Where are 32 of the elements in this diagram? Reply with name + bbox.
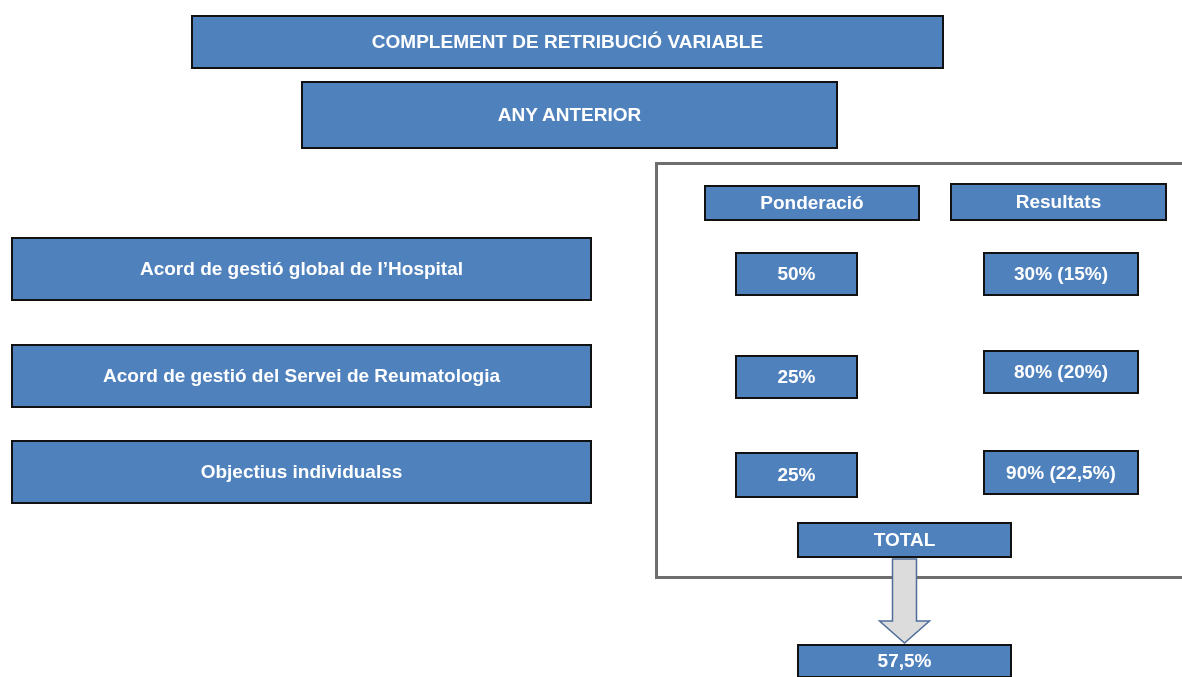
box-label: Objectius individualss [200, 461, 403, 483]
box-label: Acord de gestió global de l’Hospital [139, 258, 463, 280]
label-box [983, 252, 1139, 296]
box-label: 90% (22,5%) [1006, 461, 1116, 484]
label-box [704, 185, 920, 221]
label-box [735, 252, 858, 296]
box-label: 25% [777, 366, 816, 388]
box-label: ANY ANTERIOR [497, 104, 642, 126]
box-label: 57,5% [877, 650, 932, 672]
label-box [11, 237, 592, 301]
label-box [735, 452, 858, 498]
box-label: 25% [777, 464, 816, 486]
label-box [301, 81, 838, 149]
label-box [797, 522, 1012, 558]
box-label: 80% (20%) [1014, 361, 1108, 383]
group-frame [655, 162, 1182, 579]
box-label: COMPLEMENT DE RETRIBUCIÓ VARIABLE [371, 31, 764, 53]
label-box [191, 15, 944, 69]
box-label: Acord de gestió del Servei de Reumatologia [103, 365, 500, 387]
label-box [11, 344, 592, 408]
label-box [735, 355, 858, 399]
box-label: 50% [777, 263, 816, 285]
box-label: Ponderació [760, 192, 864, 214]
label-box [797, 644, 1012, 677]
label-box [11, 440, 592, 504]
label-box [950, 183, 1167, 221]
box-label: Resultats [1015, 191, 1102, 213]
label-box [983, 450, 1139, 495]
label-box [983, 350, 1139, 394]
block-arrow [877, 558, 932, 644]
box-label: 30% (15%) [1014, 263, 1108, 285]
box-label: TOTAL [873, 529, 936, 551]
